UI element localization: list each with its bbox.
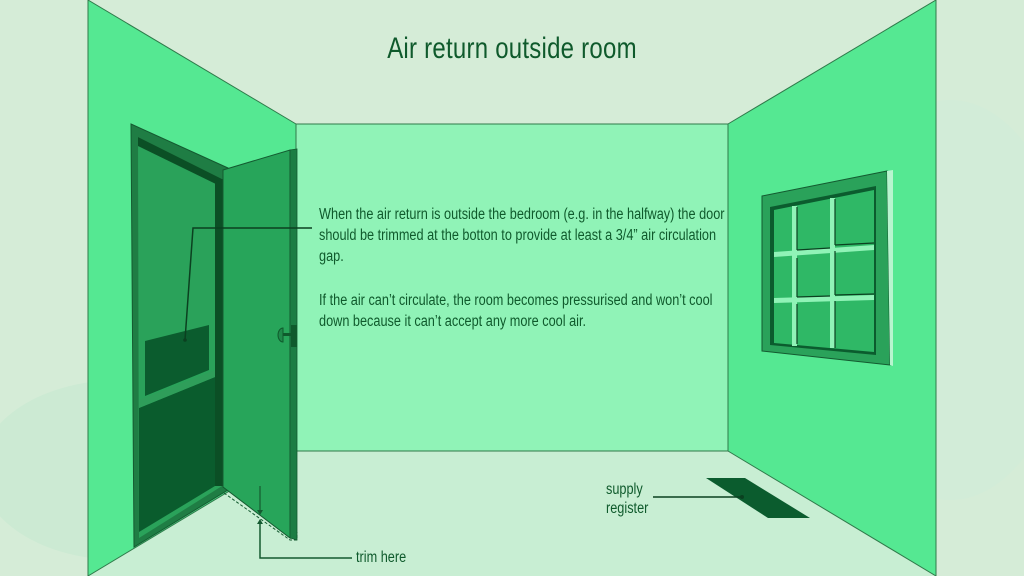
grille-pointer-line xyxy=(184,227,312,341)
page-title: Air return outside room xyxy=(387,32,637,65)
window xyxy=(761,170,893,366)
description-paragraph-1: When the air return is outside the bedro… xyxy=(319,206,725,265)
trim-pointer-line xyxy=(259,522,352,559)
supply-register-label-line1: supply xyxy=(606,481,643,498)
air-return-grille xyxy=(145,325,209,396)
description-paragraph-2: If the air can’t circulate, the room bec… xyxy=(319,292,713,330)
supply-register-label-line2: register xyxy=(606,500,649,517)
door-knob xyxy=(277,325,297,347)
trim-here-label: trim here xyxy=(356,549,407,566)
trim-line xyxy=(223,492,298,541)
supply-register xyxy=(706,478,810,518)
back-wall xyxy=(295,123,729,452)
supply-register-label: supply register xyxy=(606,480,648,518)
open-door xyxy=(222,149,291,540)
